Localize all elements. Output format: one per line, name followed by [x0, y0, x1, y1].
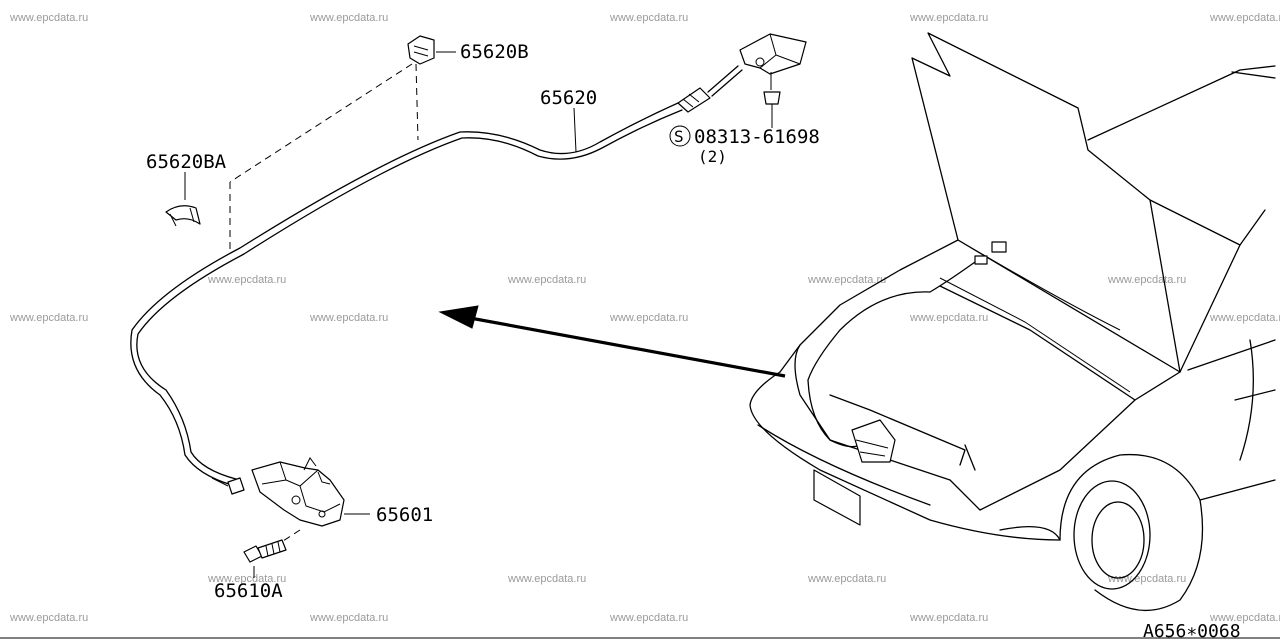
hood-lock-icon	[251, 457, 345, 527]
handle-hole	[755, 57, 765, 67]
reference-number: A656∗0068	[1143, 621, 1241, 640]
watermark: www.epcdata.ru	[1107, 274, 1186, 286]
panel-seam	[964, 444, 976, 471]
clip-ba-icon	[165, 205, 201, 225]
bay-cable	[807, 261, 976, 448]
fender-curve	[1239, 339, 1254, 461]
watermark: www.epcdata.ru	[609, 12, 688, 24]
screw-callout: S 08313-61698 (2)	[669, 125, 820, 166]
cowl-line	[1179, 244, 1241, 373]
bay-inner-line	[939, 277, 1131, 393]
headlight-line	[949, 399, 1136, 511]
label-lock: 65601	[376, 504, 433, 526]
cable-leader	[573, 107, 577, 153]
watermark: www.epcdata.ru	[9, 12, 88, 24]
arrow-shaft	[469, 316, 786, 378]
watermark: www.epcdata.ru	[909, 12, 988, 24]
hood-edge-line	[957, 239, 1121, 331]
roof-line	[1231, 71, 1276, 79]
watermark: www.epcdata.ru	[909, 312, 988, 324]
fitting-ribs	[682, 93, 700, 108]
wheel-arch	[1059, 453, 1276, 541]
screw-symbol: S	[674, 127, 684, 146]
watermark: www.epcdata.ru	[309, 312, 388, 324]
watermark: www.epcdata.ru	[507, 274, 586, 286]
clip-b-dashed	[415, 63, 419, 141]
label-screw: 08313-61698	[694, 126, 820, 148]
cable-end-fitting	[677, 87, 711, 113]
clip-ba-detail	[169, 207, 195, 227]
car-illustration	[749, 32, 1276, 612]
watermark: www.epcdata.ru	[609, 312, 688, 324]
watermark: www.epcdata.ru	[807, 573, 886, 585]
label-cable: 65620	[540, 87, 597, 109]
bay-left-edge	[779, 239, 959, 373]
bay-lock	[851, 419, 896, 463]
handle-edges	[759, 33, 801, 69]
ferrule-wire	[211, 477, 229, 487]
watermark: www.epcdata.ru	[609, 612, 688, 624]
label-clip-ba: 65620BA	[146, 151, 227, 173]
front-bumper	[749, 371, 1061, 541]
bumper-crease	[757, 424, 931, 506]
watermark: www.epcdata.ru	[507, 573, 586, 585]
cable-rod	[707, 65, 743, 97]
watermark: www.epcdata.ru	[309, 12, 388, 24]
watermark: www.epcdata.ru	[309, 612, 388, 624]
bay-clip	[991, 241, 1007, 253]
license-plate	[813, 469, 861, 526]
lower-fender	[999, 526, 1061, 541]
tire-outer	[1094, 499, 1204, 612]
label-screw-qty: (2)	[698, 147, 727, 166]
bay-lock-detail	[855, 439, 889, 457]
fender-top-line	[1187, 339, 1276, 371]
watermark: www.epcdata.ru	[207, 573, 286, 585]
watermark: www.epcdata.ru	[207, 274, 286, 286]
watermark: www.epcdata.ru	[9, 312, 88, 324]
cable-assembly	[130, 33, 807, 578]
release-cable	[130, 102, 679, 486]
cable-end-ferrule	[227, 477, 245, 495]
watermark: www.epcdata.ru	[1209, 612, 1280, 624]
bolt-icon	[243, 539, 287, 563]
wheel-rim	[1091, 501, 1145, 579]
clip-ba-dashed-top	[229, 63, 413, 183]
watermark: www.epcdata.ru	[9, 612, 88, 624]
pointer-arrow	[438, 305, 786, 378]
watermark: www.epcdata.ru	[1209, 312, 1280, 324]
arrow-head	[438, 305, 479, 329]
watermark: www.epcdata.ru	[909, 612, 988, 624]
screw-symbol-circle	[669, 125, 691, 147]
clip-b-icon	[407, 35, 435, 65]
label-bolt: 65610A	[214, 580, 283, 602]
radiator-support	[829, 394, 966, 466]
a-pillar	[1149, 199, 1266, 246]
bolt-dashed	[265, 529, 301, 553]
watermark: www.epcdata.ru	[1107, 573, 1186, 585]
bay-rear-edge	[939, 285, 1181, 401]
screw-icon	[763, 91, 781, 105]
tire	[1073, 480, 1151, 590]
release-handle	[739, 33, 807, 75]
windshield-top	[1087, 65, 1276, 141]
door-line	[1234, 389, 1276, 401]
clip-b-detail	[413, 45, 429, 57]
watermark: www.epcdata.ru	[807, 274, 886, 286]
watermark: www.epcdata.ru	[1209, 12, 1280, 24]
label-clip-b: 65620B	[460, 41, 529, 63]
bay-clip-2	[974, 255, 988, 265]
watermark-layer: www.epcdata.ru www.epcdata.ru www.epcdat…	[9, 12, 1280, 624]
grille-top	[794, 344, 951, 481]
release-cable-outer	[136, 109, 683, 480]
